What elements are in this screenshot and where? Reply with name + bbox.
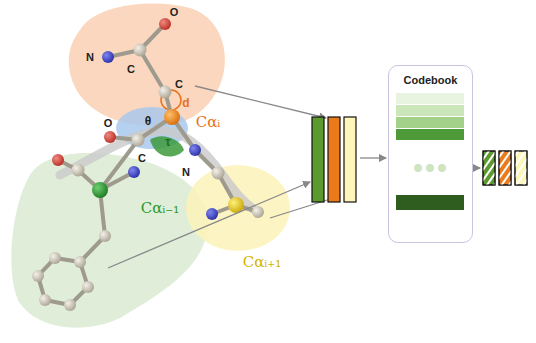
atom-label: C <box>138 153 146 164</box>
atom-label: d <box>182 97 189 109</box>
atom-label: N <box>182 167 190 178</box>
atom-label: O <box>170 7 179 18</box>
atom-label: τ <box>165 136 170 148</box>
codebook-entries <box>389 66 471 241</box>
atom-label: θ <box>145 115 152 127</box>
residue-label: Cαᵢ₊₁ <box>243 255 282 270</box>
atom-label: C <box>127 64 135 75</box>
atom-label: C <box>175 79 183 90</box>
residue-label: Cαᵢ₋₁ <box>141 201 180 216</box>
atom-label: O <box>104 118 113 129</box>
residue-label: Cαᵢ <box>196 115 221 130</box>
box-title: Codebook <box>389 74 472 86</box>
codebook-box: Codebook <box>388 65 473 243</box>
atom-label: N <box>86 52 94 63</box>
